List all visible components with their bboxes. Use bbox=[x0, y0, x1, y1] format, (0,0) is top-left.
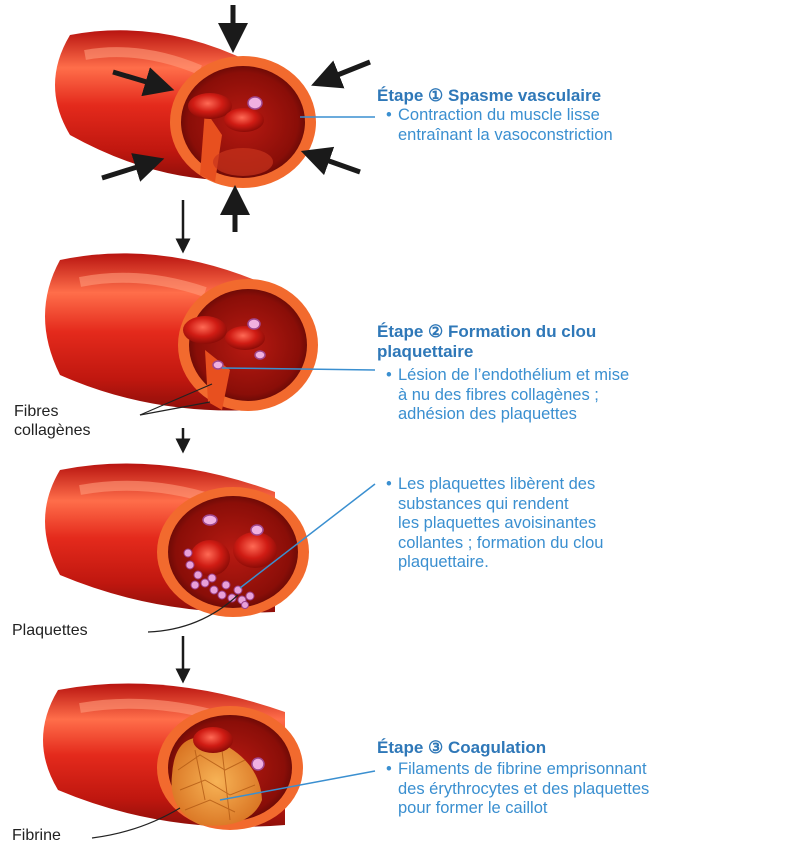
step-2b-line-1: Les plaquettes libèrent des bbox=[398, 475, 603, 495]
label-fibres-line-1: Fibres bbox=[14, 402, 91, 421]
bullet-icon: • bbox=[386, 106, 392, 126]
vessel-4 bbox=[43, 684, 303, 830]
step-2-title-line-1: Étape ② Formation du clou bbox=[377, 322, 596, 342]
step-1-line-1: Contraction du muscle lisse bbox=[398, 106, 613, 126]
step-2-description: • Lésion de l’endothélium et mise à nu d… bbox=[398, 366, 629, 425]
label-fibres-line-2: collagènes bbox=[14, 421, 91, 440]
step-2b-line-2: substances qui rendent bbox=[398, 495, 603, 515]
vessel-1 bbox=[55, 30, 316, 188]
leader-lines bbox=[220, 117, 375, 800]
step-1-description: • Contraction du muscle lisse entraînant… bbox=[398, 106, 613, 145]
label-fibres-collagenes: Fibres collagènes bbox=[14, 402, 91, 440]
vessel-3 bbox=[45, 464, 309, 617]
step-2b-line-5: plaquettaire. bbox=[398, 553, 603, 573]
label-plaquettes: Plaquettes bbox=[12, 621, 88, 640]
step-1-title: Étape ① Spasme vasculaire bbox=[377, 86, 601, 106]
step-2-line-2: à nu des fibres collagènes ; bbox=[398, 386, 629, 406]
step-3-title: Étape ③ Coagulation bbox=[377, 738, 546, 758]
bullet-icon: • bbox=[386, 760, 392, 780]
step-2-title-line-2: plaquettaire bbox=[377, 342, 596, 362]
label-fibrine: Fibrine bbox=[12, 826, 61, 845]
step-2-line-1: Lésion de l’endothélium et mise bbox=[398, 366, 629, 386]
vessel-2 bbox=[45, 253, 318, 411]
step-3-line-2: des érythrocytes et des plaquettes bbox=[398, 780, 649, 800]
step-2-line-3: adhésion des plaquettes bbox=[398, 405, 629, 425]
step-2-title: Étape ② Formation du clou plaquettaire bbox=[377, 322, 596, 362]
step-1-line-2: entraînant la vasoconstriction bbox=[398, 126, 613, 146]
bullet-icon: • bbox=[386, 475, 392, 495]
step-3-line-3: pour former le caillot bbox=[398, 799, 649, 819]
step-2b-description: • Les plaquettes libèrent des substances… bbox=[398, 475, 603, 573]
step-3-description: • Filaments de fibrine emprisonnant des … bbox=[398, 760, 649, 819]
step-3-line-1: Filaments de fibrine emprisonnant bbox=[398, 760, 649, 780]
step-2b-line-3: les plaquettes avoisinantes bbox=[398, 514, 603, 534]
step-2b-line-4: collantes ; formation du clou bbox=[398, 534, 603, 554]
bullet-icon: • bbox=[386, 366, 392, 386]
